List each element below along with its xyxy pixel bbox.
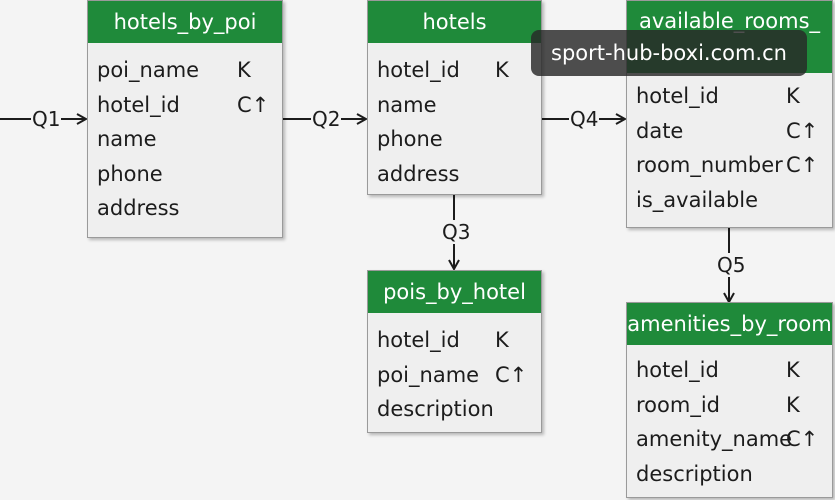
- column-name: hotel_id: [636, 84, 719, 108]
- key-flag: K: [495, 58, 509, 82]
- q5-label: Q5: [716, 253, 747, 277]
- column-name: room_id: [636, 392, 720, 417]
- column-name: hotel_id: [377, 58, 460, 82]
- column-name: address: [377, 161, 460, 186]
- column-row: name: [97, 122, 273, 157]
- column-name: poi_name: [377, 362, 480, 387]
- column-row: hotel_id K: [377, 53, 532, 88]
- column-name: description: [377, 397, 494, 421]
- column-row: poi_name C↑: [377, 358, 532, 393]
- column-row: description: [377, 392, 532, 427]
- column-name: date: [636, 118, 684, 143]
- column-row: phone: [377, 122, 532, 157]
- key-flag: C↑: [786, 153, 819, 177]
- column-row: name: [377, 88, 532, 123]
- column-name: description: [636, 461, 753, 486]
- watermark-overlay: sport-hub-boxi.com.cn: [531, 30, 807, 76]
- q2-label: Q2: [311, 107, 342, 131]
- key-flag: K: [786, 392, 800, 417]
- column-name: amenity_name: [636, 427, 793, 451]
- column-name: phone: [97, 161, 163, 186]
- key-flag: C↑: [495, 362, 528, 387]
- column-row: hotel_id K: [636, 79, 823, 114]
- column-name: room_number: [636, 153, 783, 177]
- column-name: hotel_id: [97, 92, 180, 117]
- column-row: is_available: [636, 183, 823, 218]
- column-row: poi_name K: [97, 53, 273, 88]
- column-name: hotel_id: [636, 358, 719, 382]
- column-row: hotel_id K: [377, 323, 532, 358]
- column-name: address: [97, 196, 180, 220]
- column-row: hotel_id K: [636, 353, 823, 388]
- column-row: room_id K: [636, 388, 823, 423]
- column-name: poi_name: [97, 58, 200, 82]
- column-name: name: [377, 92, 437, 117]
- column-row: phone: [97, 157, 273, 192]
- column-row: hotel_id C↑: [97, 88, 273, 123]
- key-flag: C↑: [237, 92, 270, 117]
- table-title: hotels: [368, 1, 541, 43]
- column-name: phone: [377, 127, 443, 151]
- q4-label: Q4: [569, 107, 600, 131]
- table-title: pois_by_hotel: [368, 271, 541, 313]
- key-flag: K: [495, 328, 509, 352]
- column-name: name: [97, 127, 157, 151]
- table-title: amenities_by_room: [627, 303, 832, 345]
- key-flag: K: [786, 358, 800, 382]
- q3-label: Q3: [441, 220, 472, 244]
- column-row: address: [97, 191, 273, 226]
- key-flag: C↑: [786, 118, 819, 143]
- column-row: address: [377, 157, 532, 192]
- key-flag: C↑: [786, 427, 819, 451]
- column-row: date C↑: [636, 114, 823, 149]
- key-flag: K: [237, 58, 251, 82]
- table-title: hotels_by_poi: [88, 1, 282, 43]
- q1-label: Q1: [31, 107, 62, 131]
- column-name: is_available: [636, 187, 759, 212]
- column-name: hotel_id: [377, 328, 460, 352]
- column-row: description: [636, 457, 823, 492]
- key-flag: K: [786, 84, 800, 108]
